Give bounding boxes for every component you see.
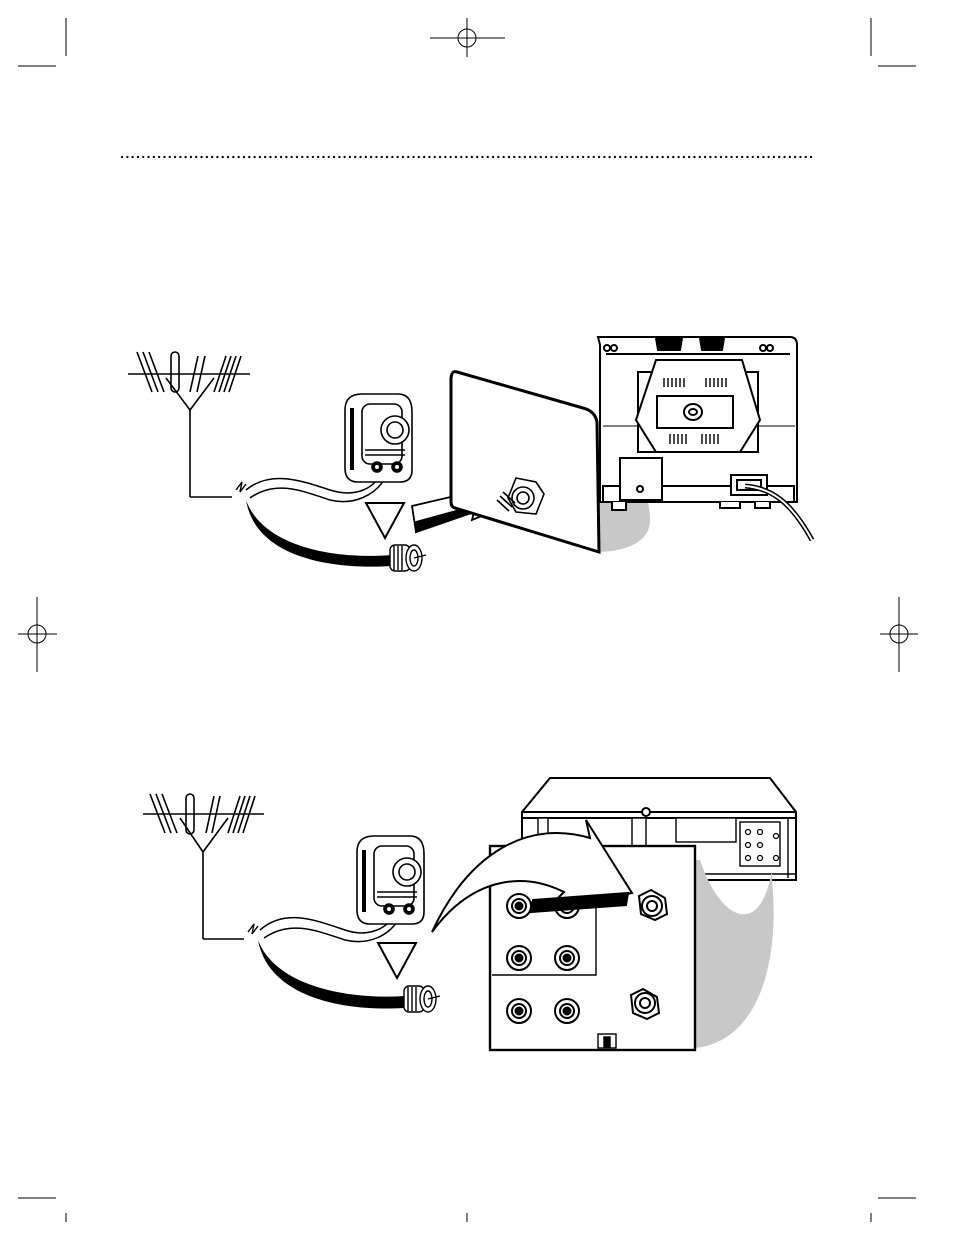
channel-switch bbox=[598, 1034, 616, 1048]
antenna-icon bbox=[143, 794, 264, 939]
coaxial-cable bbox=[248, 918, 440, 1012]
matching-transformer-icon bbox=[357, 836, 424, 924]
zoom-shadow bbox=[696, 860, 774, 1048]
down-triangle-marker bbox=[378, 943, 416, 978]
f-connector bbox=[404, 986, 440, 1012]
